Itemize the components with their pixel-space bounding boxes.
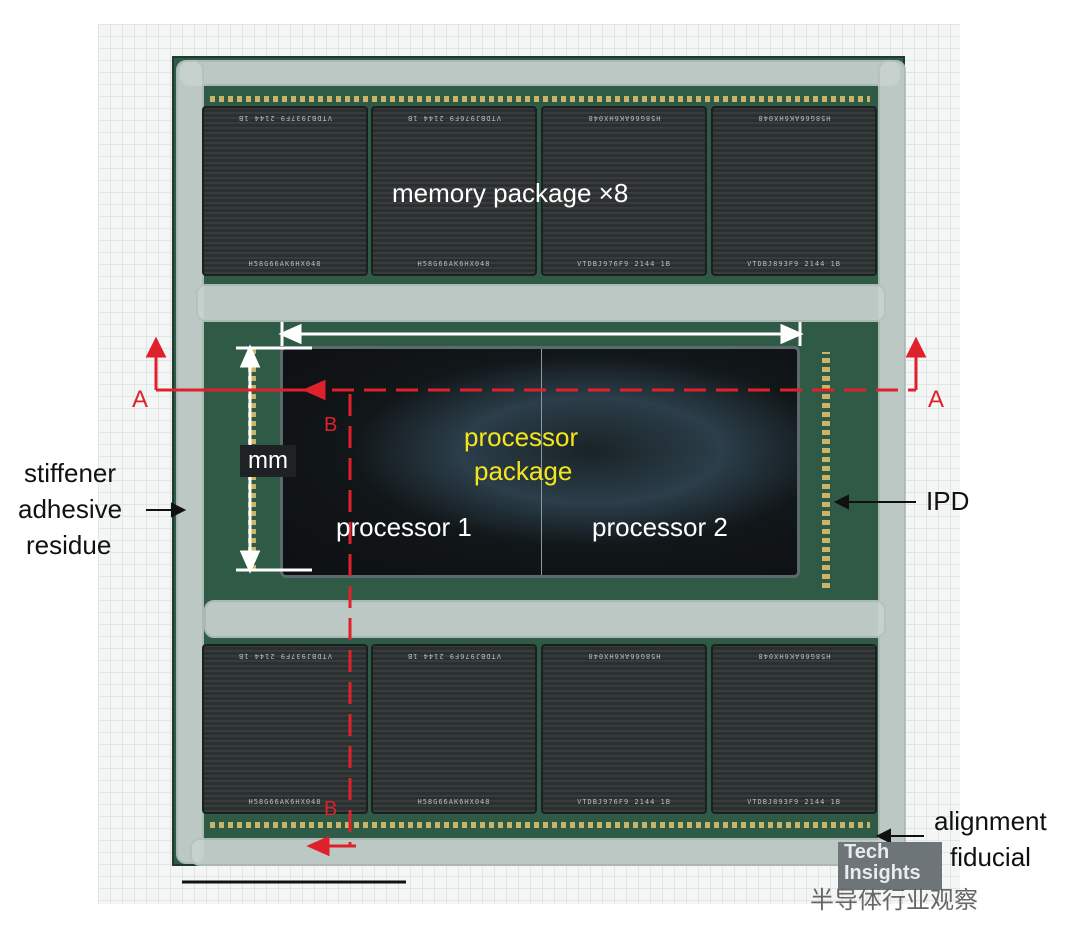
memory-package: VTDBJ937F9 2144 1B H58G66AK6HX048	[202, 644, 368, 814]
processor-2-label: processor 2	[592, 512, 728, 542]
memory-package: VTDBJ976F9 2144 1B H58G66AK6HX048	[371, 106, 537, 276]
alignment-label-line1: alignment	[934, 806, 1047, 836]
memory-package: H58G66AK6HX048 VTDBJ893F9 2144 1B	[711, 106, 877, 276]
height-dimension-arrow	[236, 344, 312, 574]
logo-line2: Insights	[844, 862, 921, 884]
section-line-b	[306, 394, 356, 857]
memory-marking-bottom: H58G66AK6HX048	[248, 260, 322, 268]
mm-unit-label: mm	[240, 445, 296, 477]
watermark-text: 半导体行业观察	[810, 886, 978, 914]
stiffener-pointer-arrow	[146, 502, 187, 518]
section-line-a	[145, 336, 927, 401]
section-b-bottom-label: B	[324, 798, 338, 820]
pad-row-top	[210, 96, 870, 102]
memory-package: H58G66AK6HX048 VTDBJ976F9 2144 1B	[541, 644, 707, 814]
section-a-right-label: A	[928, 386, 945, 413]
memory-package: H58G66AK6HX048 VTDBJ893F9 2144 1B	[711, 644, 877, 814]
ipd-label: IPD	[926, 486, 970, 516]
section-b-top-label: B	[324, 414, 338, 436]
processor-package-label-line2: package	[474, 456, 573, 486]
processor-die-split	[541, 349, 542, 575]
processor-package-label-line1: processor	[464, 422, 579, 452]
adhesive-residue-upper-bar	[196, 284, 886, 322]
adhesive-residue-bottom	[190, 838, 894, 866]
width-dimension-arrow	[278, 322, 804, 346]
memory-package: VTDBJ937F9 2144 1B H58G66AK6HX048	[202, 106, 368, 276]
fiducial-pointer-arrow	[875, 828, 924, 844]
memory-package-label: memory package ×8	[392, 178, 629, 208]
memory-marking-bottom: VTDBJ976F9 2144 1B	[577, 798, 671, 806]
memory-marking-bottom: H58G66AK6HX048	[417, 260, 491, 268]
adhesive-residue-left	[176, 60, 204, 864]
memory-marking-bottom: VTDBJ976F9 2144 1B	[577, 260, 671, 268]
logo-line1: Tech	[844, 841, 890, 863]
memory-marking-bottom: VTDBJ893F9 2144 1B	[747, 798, 841, 806]
stiffener-label-line3: residue	[26, 530, 112, 560]
memory-marking-bottom: VTDBJ893F9 2144 1B	[747, 260, 841, 268]
techinsights-logo: Tech Insights	[838, 842, 942, 890]
adhesive-residue-lower-bar	[204, 600, 886, 638]
stiffener-label-line2: adhesive	[18, 494, 123, 524]
memory-package: H58G66AK6HX048 VTDBJ976F9 2144 1B	[541, 106, 707, 276]
processor-1-label: processor 1	[336, 512, 472, 542]
alignment-label-line2: fiducial	[950, 842, 1031, 872]
section-a-left-label: A	[132, 386, 149, 413]
memory-marking-bottom: H58G66AK6HX048	[417, 798, 491, 806]
pad-row-bottom	[210, 822, 870, 828]
ipd-pointer-arrow	[833, 494, 916, 510]
stiffener-label-line1: stiffener	[24, 458, 117, 488]
memory-package: VTDBJ976F9 2144 1B H58G66AK6HX048	[371, 644, 537, 814]
memory-marking-bottom: H58G66AK6HX048	[248, 798, 322, 806]
ipd-pads	[822, 352, 830, 588]
